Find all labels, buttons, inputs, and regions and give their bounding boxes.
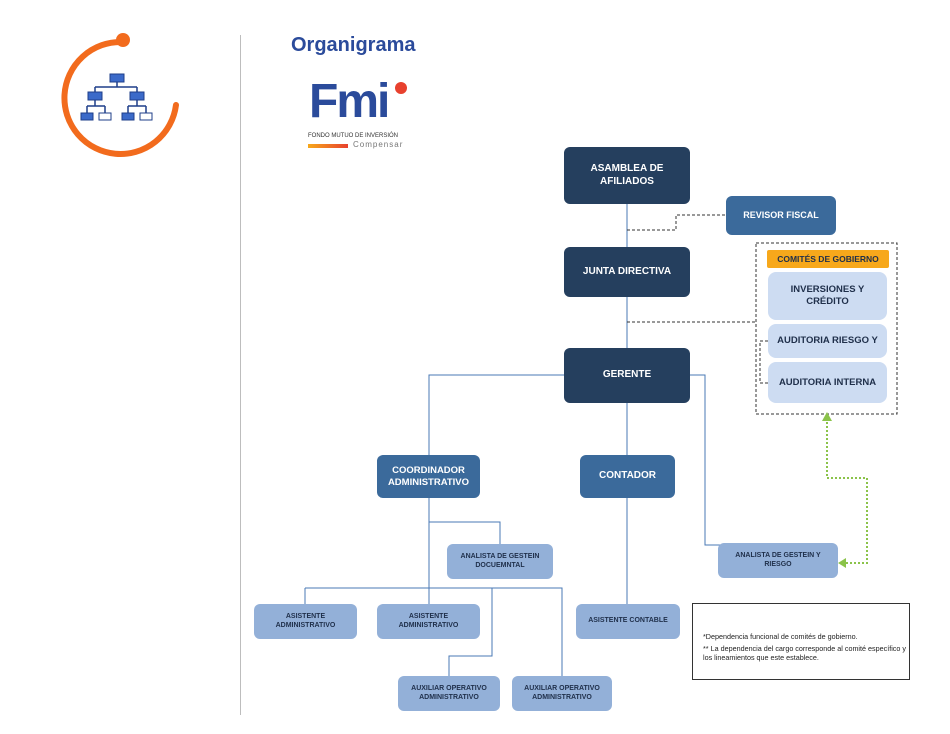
node-comites-header: COMITÉS DE GOBIERNO xyxy=(767,250,889,268)
node-analista-riesgo: ANALISTA DE GESTEIN Y RIESGO xyxy=(718,543,838,578)
node-asamblea: ASAMBLEA DE AFILIADOS xyxy=(564,147,690,204)
node-comite-riesgo: AUDITORIA RIESGO Y xyxy=(768,324,887,358)
node-junta-directiva: JUNTA DIRECTIVA xyxy=(564,247,690,297)
node-revisor-fiscal: REVISOR FISCAL xyxy=(726,196,836,235)
logo-bar xyxy=(308,144,348,148)
legend-note-1: *Dependencia funcional de comités de gob… xyxy=(703,632,858,641)
node-asistente-administrativo-2: ASISTENTE ADMINISTRATIVO xyxy=(377,604,480,639)
legend-box: *Dependencia funcional de comités de gob… xyxy=(692,603,910,680)
node-comite-inversiones: INVERSIONES Y CRÉDITO xyxy=(768,272,887,320)
node-asistente-contable: ASISTENTE CONTABLE xyxy=(576,604,680,639)
logo-word: Fmi xyxy=(309,75,390,128)
page-title: Organigrama xyxy=(291,34,416,56)
node-auxiliar-operativo-2: AUXILIAR OPERATIVO ADMINISTRATIVO xyxy=(512,676,612,711)
logo-dot xyxy=(395,82,407,94)
node-analista-documental: ANALISTA DE GESTEIN DOCUEMNTAL xyxy=(447,544,553,579)
vertical-divider xyxy=(240,35,241,715)
node-auxiliar-operativo-1: AUXILIAR OPERATIVO ADMINISTRATIVO xyxy=(398,676,500,711)
logo-brand: Compensar xyxy=(353,140,404,149)
fmi-logo: Fmi FONDO MUTUO DE INVERSIÓN Compensar xyxy=(305,75,415,160)
node-gerente: GERENTE xyxy=(564,348,690,403)
legend-note-2: ** La dependencia del cargo corresponde … xyxy=(703,644,906,663)
node-contador: CONTADOR xyxy=(580,455,675,498)
node-comite-auditoria: AUDITORIA INTERNA xyxy=(768,362,887,403)
node-asistente-administrativo-1: ASISTENTE ADMINISTRATIVO xyxy=(254,604,357,639)
org-chart-icon xyxy=(61,33,179,157)
node-coordinador: COORDINADOR ADMINISTRATIVO xyxy=(377,455,480,498)
logo-caption: FONDO MUTUO DE INVERSIÓN xyxy=(308,133,399,139)
